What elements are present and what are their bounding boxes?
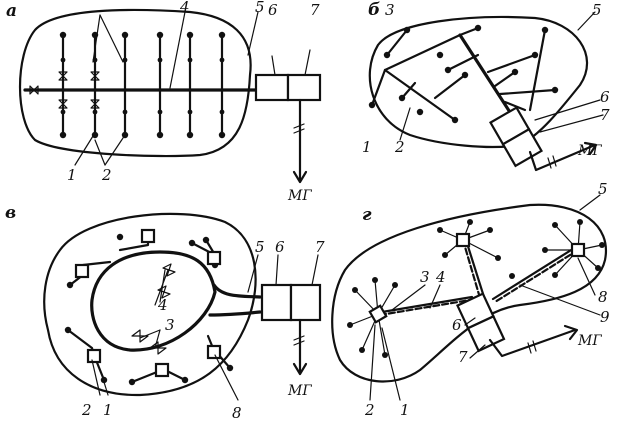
panel-b-label-6: 6 — [600, 88, 610, 106]
panel-v-label-5: 5 — [255, 238, 265, 256]
panel-a: а — [6, 0, 322, 204]
panel-v-gathering-points — [74, 228, 222, 378]
panel-b-box — [489, 106, 543, 168]
panel-v-box-6 — [260, 283, 293, 322]
panel-g: г — [331, 180, 610, 419]
panel-b-outlet — [528, 141, 598, 172]
panel-g-box — [456, 292, 506, 353]
panel-a-letter: а — [6, 1, 17, 21]
panel-g-label-7: 7 — [458, 348, 468, 366]
panel-g-label-3: 3 — [420, 268, 430, 286]
panel-v-label-8: 8 — [232, 404, 242, 422]
panel-g-label-4: 4 — [435, 268, 446, 286]
panel-v-outlet — [292, 318, 308, 376]
panel-a-box-6 — [254, 73, 290, 102]
panel-b-label-5: 5 — [592, 1, 602, 19]
panel-v-ring-collector — [90, 250, 217, 352]
panel-g-field-boundary — [331, 203, 608, 383]
panel-v-label-3: 3 — [165, 316, 175, 334]
panel-v-output-mg: МГ — [287, 383, 312, 399]
panel-g-leaders — [369, 194, 601, 401]
panel-v-box-7 — [289, 283, 322, 322]
panel-b-label-2: 2 — [394, 138, 405, 156]
panel-g-label-1: 1 — [400, 401, 410, 419]
panel-a-leaders — [74, 11, 259, 166]
panel-b: б — [362, 0, 610, 172]
panel-a-outlet — [292, 98, 308, 184]
panel-g-gathering-points — [368, 232, 586, 324]
panel-a-valves — [29, 71, 100, 109]
panel-a-label-2: 2 — [101, 166, 112, 184]
panel-v-label-4: 4 — [157, 296, 168, 314]
panel-g-label-6: 6 — [452, 316, 462, 334]
panel-v-label-1: 1 — [103, 401, 113, 419]
panel-a-label-4: 4 — [179, 0, 190, 16]
panel-v-label-7: 7 — [315, 238, 325, 256]
panel-b-wells — [368, 24, 559, 124]
panel-b-letter: б — [368, 0, 380, 20]
panel-v-label-2: 2 — [81, 401, 92, 419]
panel-g-collectors — [378, 238, 580, 317]
panel-a-label-7: 7 — [310, 1, 320, 19]
panel-b-collector — [370, 26, 557, 122]
panel-a-field-boundary — [18, 8, 252, 158]
panel-g-output-mg: МГ — [577, 333, 602, 349]
panel-v-leaders — [91, 254, 319, 401]
panel-v: в — [5, 203, 325, 422]
panel-b-label-3: 3 — [385, 1, 395, 19]
panel-b-label-7: 7 — [600, 106, 610, 124]
panel-g-label-2: 2 — [364, 401, 375, 419]
panel-a-label-1: 1 — [67, 166, 77, 184]
panel-v-ring-connection — [208, 283, 262, 317]
panel-g-label-5: 5 — [598, 180, 608, 198]
panel-v-label-6: 6 — [275, 238, 285, 256]
panel-b-output-mg: МГ — [577, 143, 602, 159]
panel-a-label-5: 5 — [255, 0, 265, 16]
panel-g-letter: г — [362, 205, 372, 225]
panel-g-label-9: 9 — [600, 308, 610, 326]
panel-a-label-6: 6 — [268, 1, 278, 19]
panel-g-outlet — [488, 324, 579, 358]
panel-b-label-1: 1 — [362, 138, 372, 156]
panel-a-output-mg: МГ — [287, 188, 312, 204]
panel-v-valves — [131, 263, 176, 355]
panel-a-box-7 — [286, 73, 322, 102]
panel-v-letter: в — [5, 203, 16, 223]
panel-g-label-8: 8 — [598, 288, 608, 306]
panel-a-wells — [59, 31, 226, 139]
